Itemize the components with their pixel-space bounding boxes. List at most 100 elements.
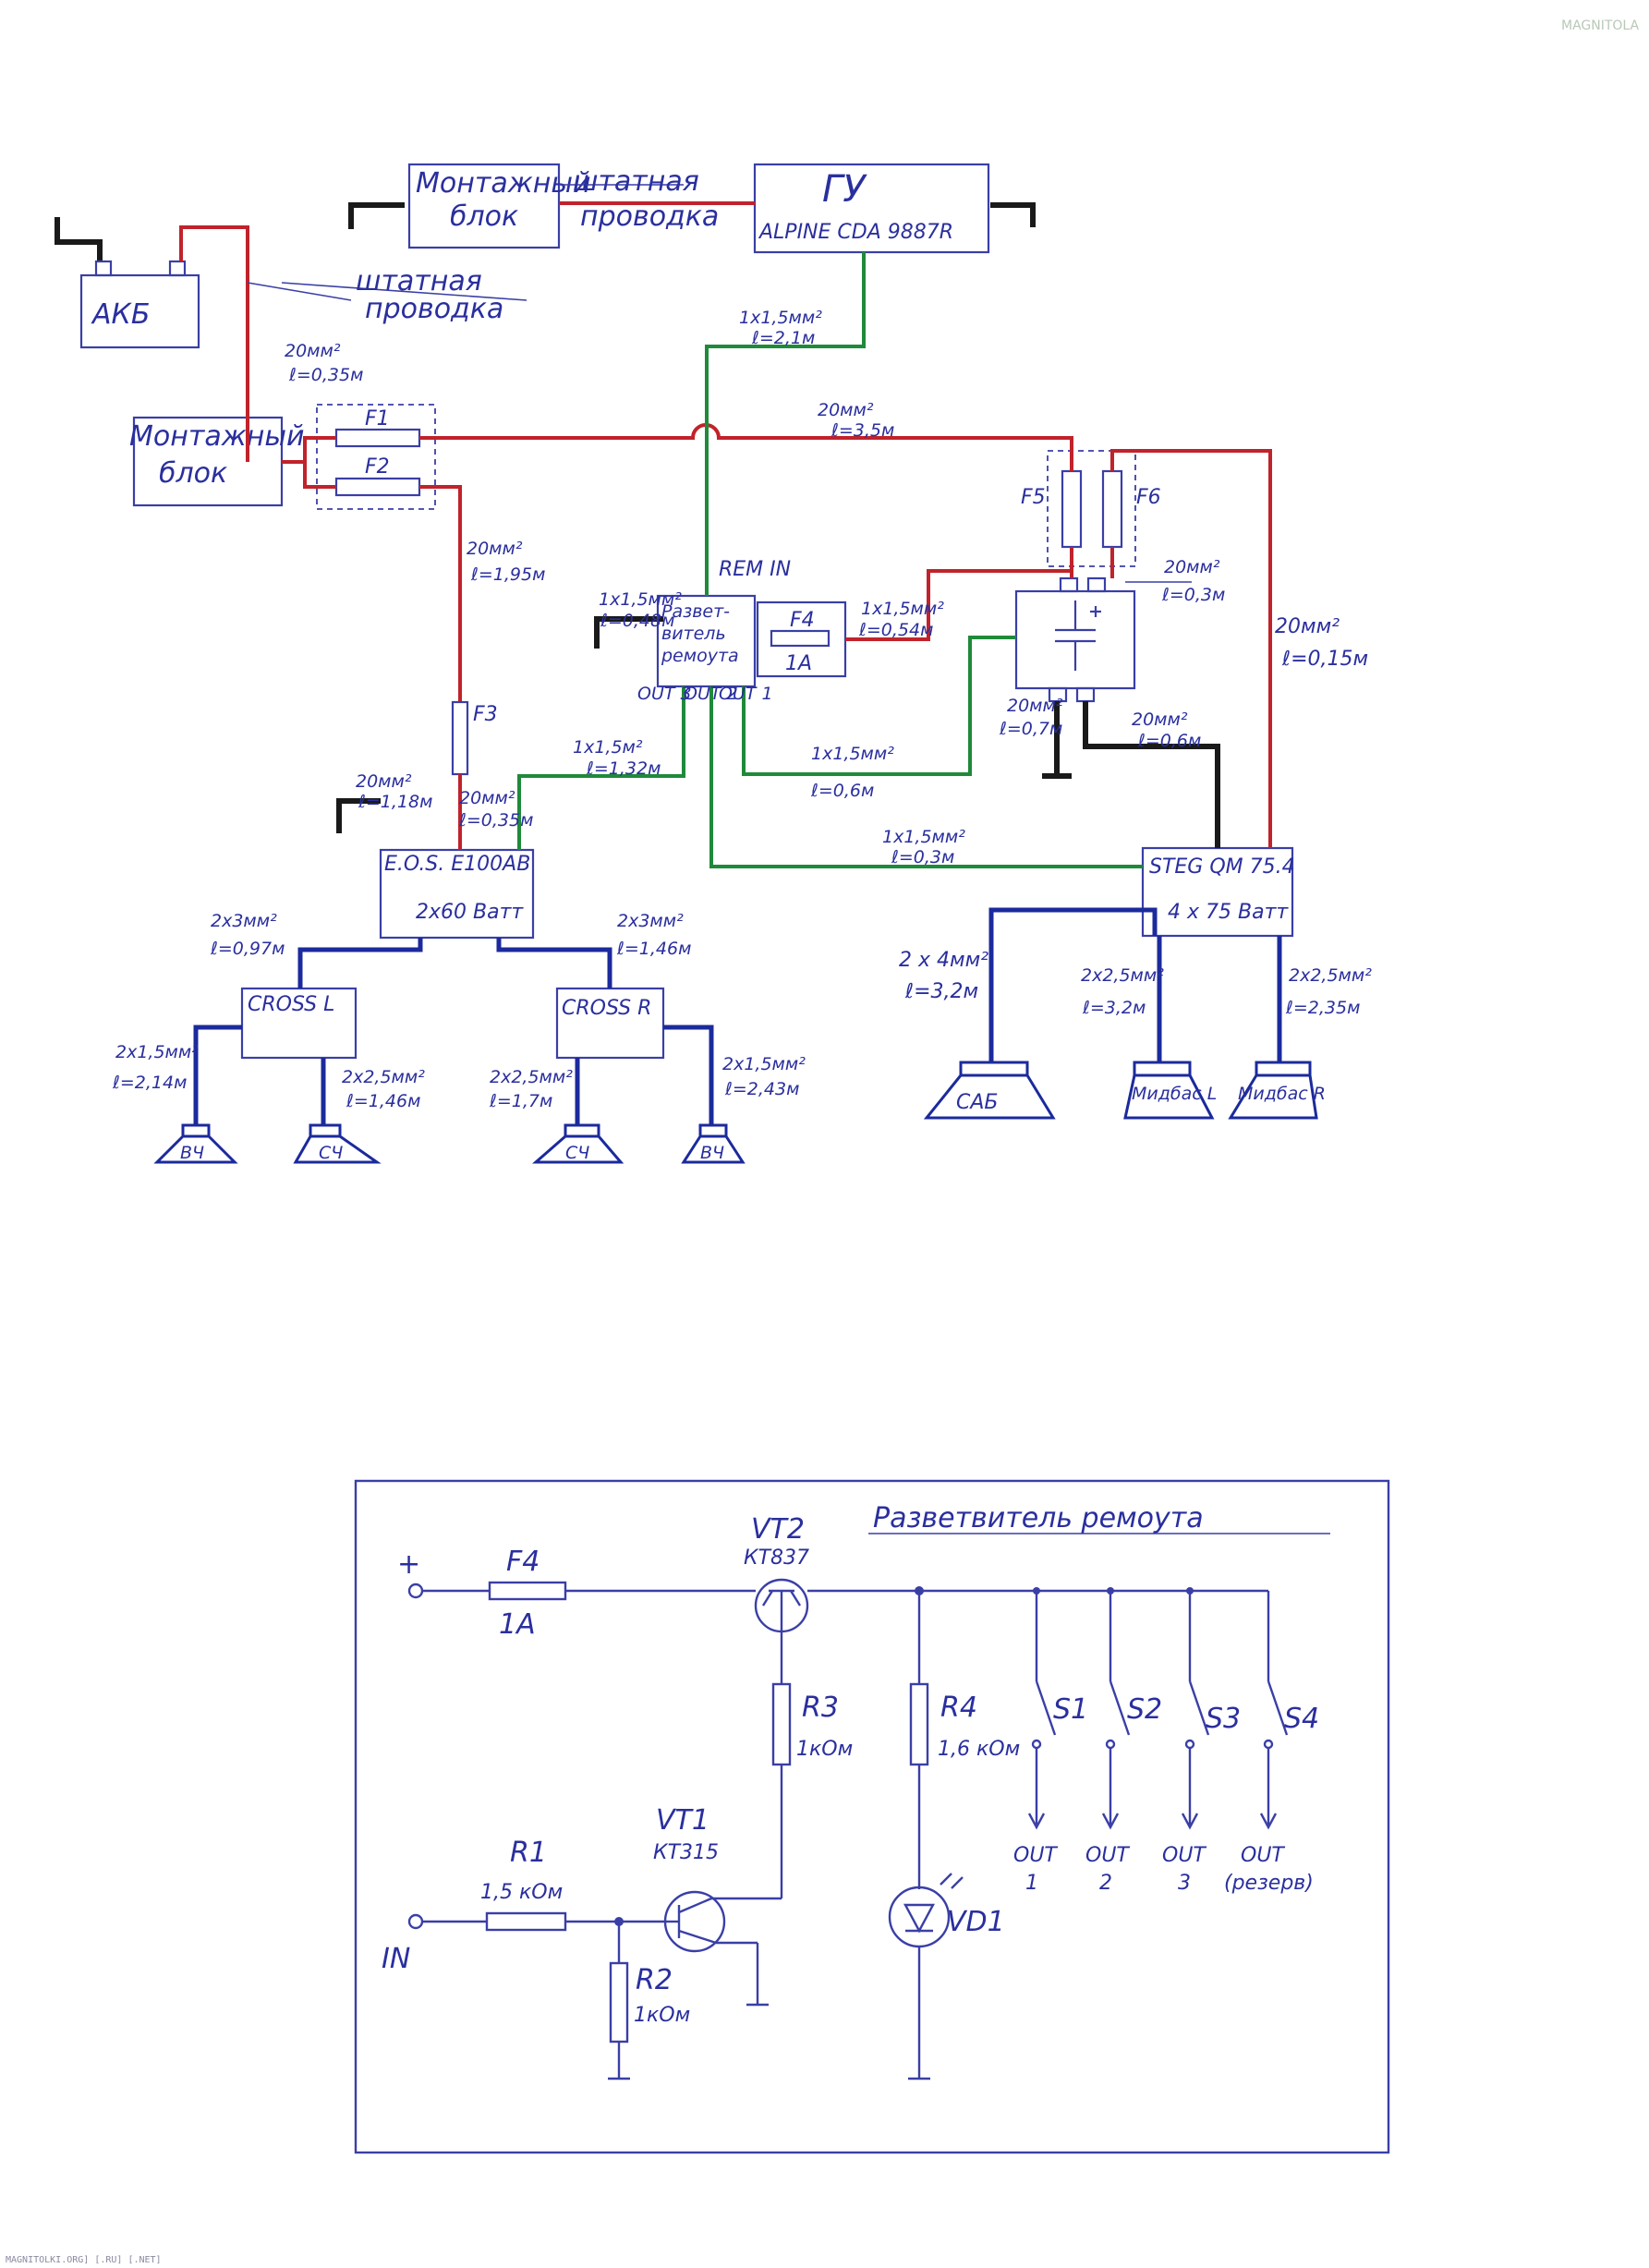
r1-value: 1,5 кОм (480, 1881, 563, 1904)
battery-label: АКБ (91, 298, 150, 331)
resistor-r1 (485, 1911, 567, 1932)
cable-pwr-main-section: 20мм² (818, 400, 874, 420)
battery-terminal-neg (94, 260, 113, 277)
fuse-f4-label: F4 (790, 609, 815, 632)
vt2-type: КТ837 (744, 1546, 809, 1570)
cable-amp2-gnd-section: 20мм² (1132, 710, 1188, 730)
cable-splitter-gnd-section: 1x1,5мм² (599, 589, 682, 610)
wire-out3-amp1 (517, 686, 685, 850)
terminal-plus (407, 1583, 424, 1599)
amp-eos-model: E.O.S. E100AB (384, 853, 530, 876)
cable-midbass-r-length: ℓ=2,35м (1285, 998, 1360, 1018)
fuse-f2-label: F2 (365, 455, 390, 479)
cable-cross-r-tw-length: ℓ=2,43м (724, 1079, 799, 1099)
speaker-mid-right: СЧ (532, 1123, 624, 1164)
fuse-f4 (770, 629, 831, 648)
schematic-title: Разветвитель ремоута (873, 1502, 1204, 1534)
r4-name: R4 (940, 1692, 977, 1724)
vt1-name: VT1 (656, 1804, 709, 1837)
svg-text:СЧ: СЧ (565, 1143, 589, 1163)
switch-s3-label: S3 (1206, 1703, 1241, 1735)
fuse-f2 (334, 477, 421, 497)
svg-text:Мидбас R: Мидбас R (1238, 1084, 1326, 1104)
cable-amp2-gnd-length: ℓ=0,6м (1137, 731, 1201, 751)
r2-name: R2 (636, 1964, 673, 1996)
r3-value: 1кОм (796, 1738, 853, 1761)
ground-symbol-amp1 (336, 798, 381, 833)
label-rem-in: REM IN (719, 558, 791, 581)
leader-stock-2b (247, 282, 352, 301)
output-4-label: OUT (1241, 1844, 1285, 1867)
leader-stock-2 (281, 282, 527, 301)
wire-amp1-cross-r (496, 938, 612, 988)
fuse-f3 (451, 700, 469, 776)
cable-out2-cap-section: 1x1,5мм² (811, 744, 894, 764)
cable-out3-amp1-section: 1x1,5м² (573, 737, 643, 758)
label-stock-wiring-1a: штатная (573, 165, 699, 198)
footer-source: MAGNITOLKI.ORG] [.RU] [.NET] (6, 2255, 162, 2265)
transistor-vt2 (754, 1578, 809, 1635)
label-out2: OUT 2 (684, 684, 738, 704)
amp-steg-model: STEG QM 75.4 (1149, 855, 1295, 879)
wire-power-main (419, 423, 1073, 471)
cable-amp2-pwr-section: 20мм² (1275, 615, 1340, 638)
r3-name: R3 (802, 1692, 839, 1724)
schematic-f4-value: 1А (499, 1608, 536, 1641)
switch-s2 (1101, 1587, 1131, 1830)
cable-cross-l-mid-section: 2x2,5мм² (342, 1067, 425, 1087)
ground-symbol-fuse-block (348, 202, 405, 229)
cable-amp1-cross-l-length: ℓ=0,97м (210, 939, 285, 959)
wire-splitter-power (845, 569, 1072, 641)
cable-out1-amp2-section: 1x1,5мм² (882, 827, 965, 847)
capacitor-symbol (1055, 600, 1101, 671)
cable-amp2-pwr-length: ℓ=0,15м (1281, 648, 1368, 671)
wire-battery-fuse-block (179, 225, 249, 462)
ground-symbol-battery (55, 217, 103, 261)
fuse-f1-label: F1 (365, 407, 390, 431)
schematic-f4-name: F4 (506, 1546, 540, 1578)
wire-amp1-cross-l (297, 938, 423, 988)
battery-box (79, 273, 200, 349)
terminal-in (407, 1913, 424, 1930)
wire-remote-in (705, 252, 866, 596)
cable-out1-amp2-length: ℓ=0,3м (891, 847, 954, 867)
cable-midbass-l-length: ℓ=3,2м (1082, 998, 1146, 1018)
cable-amp1-cross-l-section: 2x3мм² (211, 911, 277, 931)
cable-amp1-pwr-section: 20мм² (459, 788, 515, 808)
cable-splitter-pwr-section: 1x1,5мм² (861, 599, 944, 619)
capacitor-terminal-pos-1 (1059, 576, 1079, 593)
r1-name: R1 (510, 1837, 547, 1869)
output-2-label: OUT (1085, 1844, 1130, 1867)
output-2-sub: 2 (1099, 1872, 1112, 1895)
resistor-r3 (771, 1682, 792, 1766)
cable-amp1-cross-r-length: ℓ=1,46м (616, 939, 691, 959)
output-4-sub: (резерв) (1224, 1872, 1314, 1895)
speaker-tweeter-right: ВЧ (681, 1123, 746, 1164)
wire-power-f3 (419, 485, 462, 702)
cable-amp1-gnd-section: 20мм² (356, 771, 412, 792)
fuse-f6-label: F6 (1136, 486, 1161, 509)
wire-f6-amp2 (1110, 449, 1272, 848)
cable-rem-hu-length: ℓ=2,1м (751, 328, 815, 348)
fuse-f6 (1101, 469, 1123, 549)
cable-sub-length: ℓ=3,2м (904, 980, 978, 1003)
cable-splitter-gnd-length: ℓ=0,48м (600, 611, 674, 631)
schematic-in: IN (382, 1943, 410, 1975)
label-out3: OUT 3 (637, 684, 692, 704)
cable-amp1-cross-r-section: 2x3мм² (617, 911, 684, 931)
cable-bat-block-section: 20мм² (285, 341, 341, 361)
cable-cross-r-mid-length: ℓ=1,7м (489, 1091, 552, 1111)
remote-splitter-line1: Развет- (661, 601, 730, 622)
speaker-mid-left: СЧ (293, 1123, 382, 1164)
cable-amp1-pwr-length: ℓ=0,35м (458, 810, 533, 831)
resistor-r4 (909, 1682, 929, 1766)
amp-steg-power: 4 x 75 Ватт (1168, 901, 1289, 924)
cable-sub-section: 2 x 4мм² (899, 949, 988, 972)
switch-s3 (1181, 1587, 1210, 1830)
label-stock-wiring-2b: проводка (365, 293, 503, 325)
wire-cross-l-tw (193, 1025, 242, 1125)
resistor-r2 (609, 1961, 629, 2044)
schematic-plus: + (397, 1548, 420, 1581)
cable-out2-cap-length: ℓ=0,6м (810, 781, 874, 801)
speaker-tweeter-left: ВЧ (153, 1123, 238, 1164)
